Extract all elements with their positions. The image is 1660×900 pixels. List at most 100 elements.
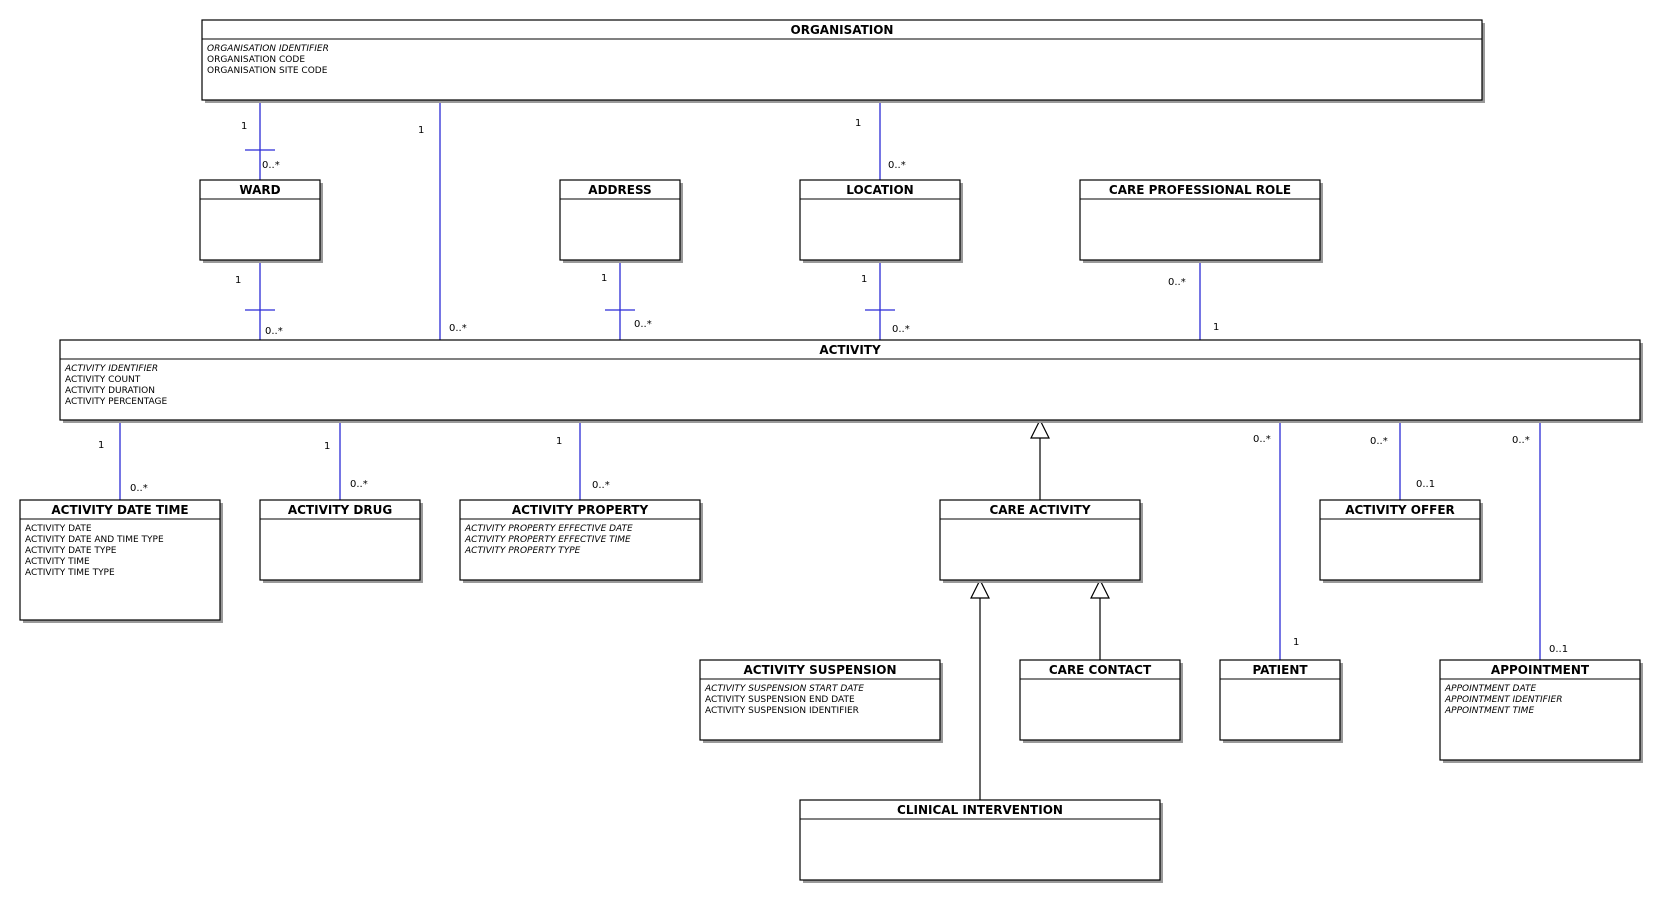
entity-attribute: ORGANISATION CODE <box>207 55 305 65</box>
entity-attribute: ACTIVITY SUSPENSION IDENTIFIER <box>705 706 859 716</box>
entity-address: ADDRESS <box>559 179 683 263</box>
entity-attribute: ACTIVITY PERCENTAGE <box>65 397 167 407</box>
generalization-arrow-icon <box>1030 418 1050 439</box>
multiplicity-label: 1 <box>235 275 241 286</box>
entity-attribute: ACTIVITY DATE TYPE <box>25 546 117 556</box>
entity-name: ACTIVITY SUSPENSION <box>744 663 897 677</box>
entity-name: CARE CONTACT <box>1049 663 1152 677</box>
multiplicity-label: 1 <box>324 441 330 452</box>
entity-attribute: APPOINTMENT TIME <box>1444 706 1534 716</box>
entity-box <box>19 499 221 621</box>
association-org-ward <box>245 100 275 180</box>
entity-care-contact: CARE CONTACT <box>1019 659 1183 743</box>
entity-attribute: ACTIVITY SUSPENSION START DATE <box>704 684 864 694</box>
multiplicity-label: 0..* <box>888 160 906 171</box>
multiplicity-label: 0..1 <box>1416 479 1435 490</box>
entity-box <box>1019 659 1181 741</box>
entity-box <box>1439 659 1641 761</box>
entity-attribute: APPOINTMENT DATE <box>1444 684 1536 694</box>
multiplicity-label: 1 <box>418 125 424 136</box>
entity-activity-drug: ACTIVITY DRUG <box>259 499 423 583</box>
entity-name: ACTIVITY PROPERTY <box>512 503 649 517</box>
entity-box <box>59 339 1641 421</box>
entity-attribute: ACTIVITY TIME TYPE <box>25 568 115 578</box>
entity-attribute: ACTIVITY DATE AND TIME TYPE <box>25 535 164 545</box>
entity-box <box>1079 179 1321 261</box>
multiplicity-label: 0..* <box>449 323 467 334</box>
entity-clinical-intervention: CLINICAL INTERVENTION <box>799 799 1163 883</box>
entity-attribute: ACTIVITY DATE <box>25 524 92 534</box>
entity-attribute: APPOINTMENT IDENTIFIER <box>1444 695 1562 705</box>
entity-patient: PATIENT <box>1219 659 1343 743</box>
entity-name: ACTIVITY DRUG <box>288 503 392 517</box>
entity-box <box>1219 659 1341 741</box>
entity-name: APPOINTMENT <box>1491 663 1590 677</box>
entity-attribute: ORGANISATION IDENTIFIER <box>207 44 329 54</box>
multiplicity-label: 1 <box>98 440 104 451</box>
entity-box <box>199 179 321 261</box>
multiplicity-label: 0..* <box>350 479 368 490</box>
multiplicity-label: 0..* <box>265 326 283 337</box>
multiplicity-label: 0..* <box>892 324 910 335</box>
multiplicity-label: 1 <box>556 436 562 447</box>
entity-name: PATIENT <box>1252 663 1308 677</box>
multiplicity-label: 1 <box>855 118 861 129</box>
generalization-arrow-icon <box>970 578 990 599</box>
multiplicity-label: 0..* <box>130 483 148 494</box>
entity-attribute: ACTIVITY COUNT <box>65 375 141 385</box>
multiplicity-label: 0..* <box>634 319 652 330</box>
entity-attribute: ACTIVITY PROPERTY EFFECTIVE TIME <box>464 535 631 545</box>
entity-attribute: ACTIVITY DURATION <box>65 386 155 396</box>
generalization-arrow-icon <box>1090 578 1110 599</box>
multiplicity-label: 0..* <box>592 480 610 491</box>
entity-name: WARD <box>239 183 280 197</box>
entity-name: ADDRESS <box>588 183 651 197</box>
entity-ward: WARD <box>199 179 323 263</box>
entity-name: ACTIVITY DATE TIME <box>51 503 188 517</box>
entity-attribute: ACTIVITY IDENTIFIER <box>64 364 158 374</box>
entity-box <box>459 499 701 581</box>
entity-name: LOCATION <box>846 183 913 197</box>
entity-activity-suspension: ACTIVITY SUSPENSION ACTIVITY SUSPENSION S… <box>699 659 943 743</box>
entity-care-activity: CARE ACTIVITY <box>939 499 1143 583</box>
entity-box <box>559 179 681 261</box>
entity-care-professional-role: CARE PROFESSIONAL ROLE <box>1079 179 1323 263</box>
entity-attribute: ACTIVITY TIME <box>25 557 90 567</box>
entity-box <box>799 179 961 261</box>
entity-layer: ORGANISATION ORGANISATION IDENTIFIERORGAN… <box>19 19 1643 883</box>
connector-layer <box>119 100 1541 800</box>
entity-location: LOCATION <box>799 179 963 263</box>
entity-name: CARE PROFESSIONAL ROLE <box>1109 183 1291 197</box>
multiplicity-label: 1 <box>1213 322 1219 333</box>
generalization-careactivity-activity <box>1030 418 1050 500</box>
entity-box <box>1319 499 1481 581</box>
entity-name: CLINICAL INTERVENTION <box>897 803 1063 817</box>
multiplicity-label: 0..* <box>1168 277 1186 288</box>
multiplicity-label: 0..* <box>1370 436 1388 447</box>
entity-attribute: ACTIVITY SUSPENSION END DATE <box>705 695 855 705</box>
entity-box <box>799 799 1161 881</box>
multiplicity-label: 1 <box>601 273 607 284</box>
association-location-activity <box>865 260 895 340</box>
entity-box <box>699 659 941 741</box>
entity-attribute: ACTIVITY PROPERTY EFFECTIVE DATE <box>464 524 633 534</box>
multiplicity-label: 0..* <box>1253 434 1271 445</box>
entity-name: ACTIVITY <box>819 343 881 357</box>
entity-activity-property: ACTIVITY PROPERTY ACTIVITY PROPERTY EFFEC… <box>459 499 703 583</box>
multiplicity-label: 1 <box>1293 637 1299 648</box>
entity-name: ORGANISATION <box>791 23 894 37</box>
entity-activity-offer: ACTIVITY OFFER <box>1319 499 1483 583</box>
entity-name: CARE ACTIVITY <box>989 503 1090 517</box>
multiplicity-label: 0..1 <box>1549 644 1568 655</box>
multiplicity-label: 0..* <box>262 160 280 171</box>
generalization-clinint-careactivity <box>970 578 990 800</box>
entity-name: ACTIVITY OFFER <box>1345 503 1455 517</box>
entity-box <box>259 499 421 581</box>
multiplicity-label: 1 <box>861 274 867 285</box>
entity-organisation: ORGANISATION ORGANISATION IDENTIFIERORGAN… <box>201 19 1485 103</box>
generalization-carecontact-careactivity <box>1090 578 1110 660</box>
association-address-activity <box>605 260 635 340</box>
